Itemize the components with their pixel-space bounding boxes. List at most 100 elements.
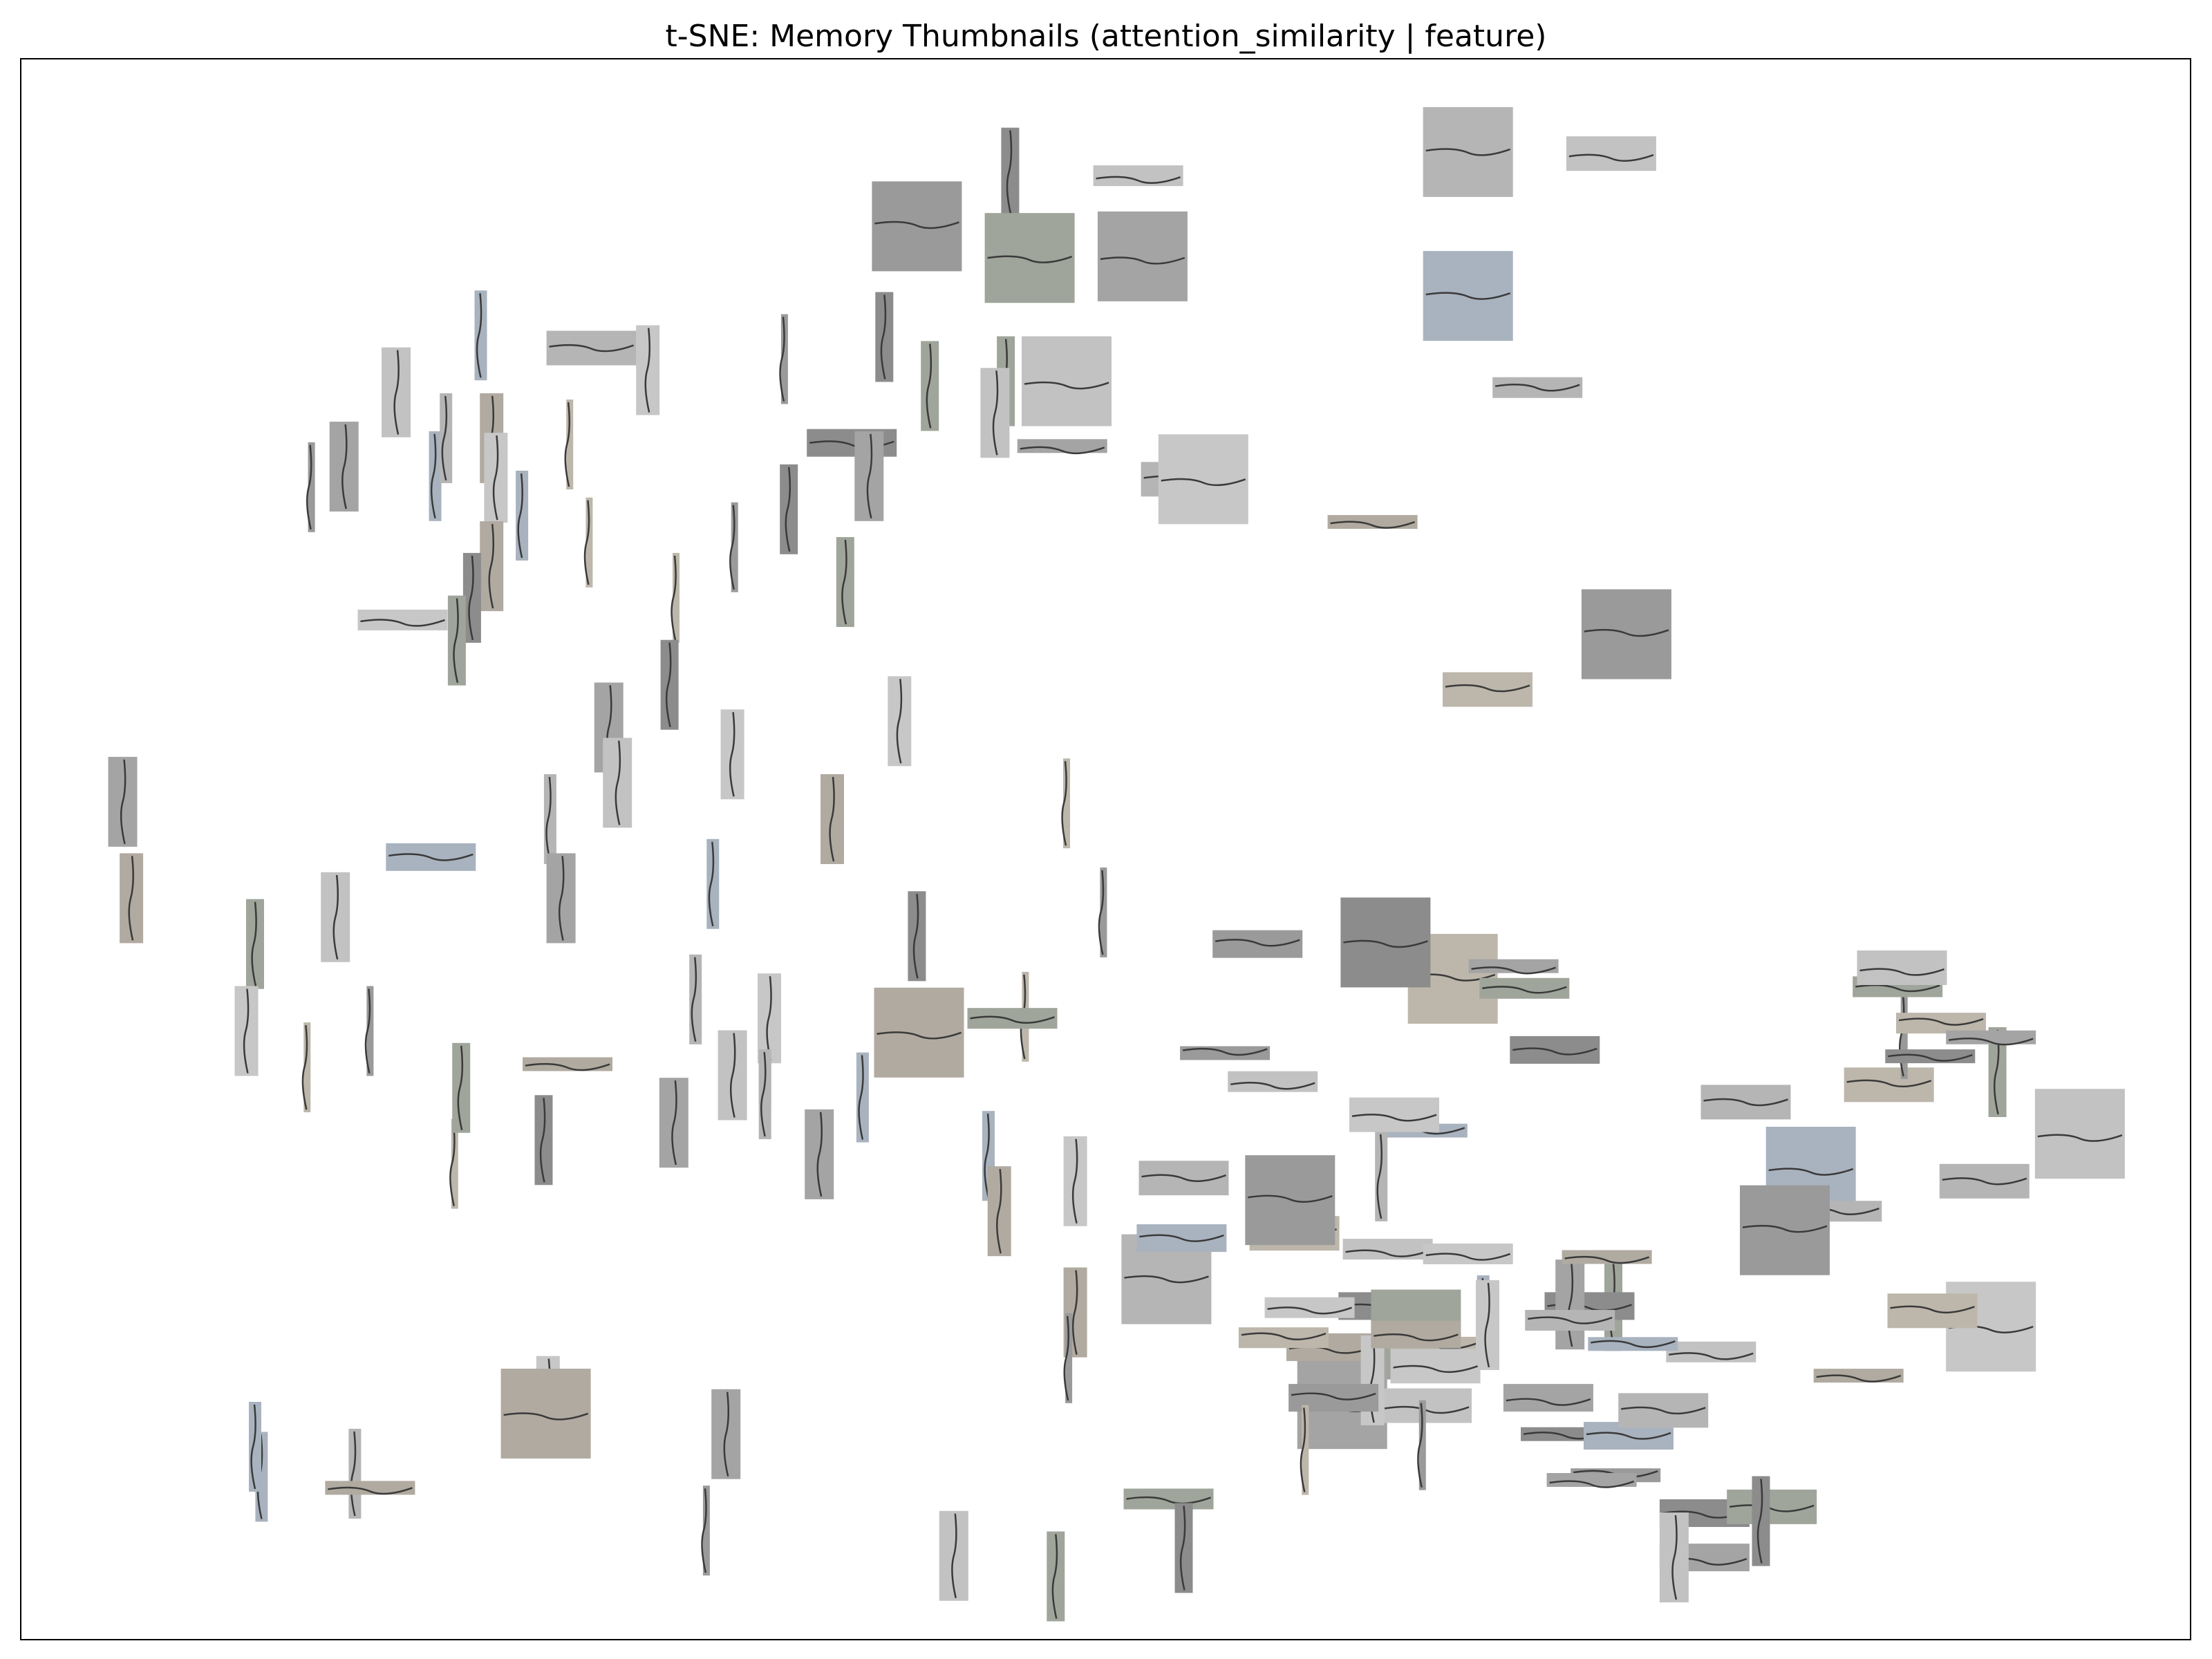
thumbnail-crack bbox=[1567, 1262, 1574, 1347]
thumbnail-tile bbox=[967, 1008, 1058, 1029]
thumbnail-point bbox=[1423, 106, 1513, 197]
thumbnail-crack bbox=[1124, 1275, 1209, 1284]
thumbnail-point bbox=[1510, 1035, 1600, 1064]
thumbnail-crack bbox=[457, 1045, 464, 1131]
thumbnail-crack bbox=[1898, 1018, 1984, 1026]
thumbnail-point bbox=[2034, 1089, 2125, 1179]
thumbnail-crack bbox=[476, 293, 482, 378]
thumbnail-crack bbox=[1425, 148, 1511, 156]
thumbnail-crack bbox=[1942, 1177, 2027, 1185]
thumbnail-tile bbox=[1479, 977, 1570, 999]
thumbnail-crack bbox=[364, 988, 371, 1074]
thumbnail-crack bbox=[1568, 153, 1654, 162]
thumbnail-point bbox=[1300, 1405, 1309, 1495]
thumbnail-point bbox=[1562, 1250, 1652, 1264]
thumbnail-crack bbox=[468, 555, 474, 641]
thumbnail-point bbox=[534, 1095, 553, 1185]
thumbnail-crack bbox=[1756, 1479, 1763, 1564]
thumbnail-point bbox=[729, 502, 738, 592]
thumbnail-point bbox=[382, 347, 411, 438]
thumbnail-point bbox=[1022, 336, 1112, 427]
thumbnail-tile bbox=[246, 899, 264, 989]
thumbnail-crack bbox=[301, 1024, 308, 1110]
thumbnail-crack bbox=[1528, 1316, 1613, 1324]
thumbnail-point bbox=[1468, 959, 1559, 975]
thumbnail-crack bbox=[1161, 478, 1246, 487]
thumbnail-point bbox=[449, 1118, 458, 1209]
thumbnail-crack bbox=[701, 1488, 707, 1573]
thumbnail-tile bbox=[523, 1057, 612, 1071]
thumbnail-crack bbox=[1267, 1306, 1352, 1315]
thumbnail-point bbox=[1896, 1013, 1986, 1034]
thumbnail-point bbox=[1423, 251, 1513, 341]
thumbnail-crack bbox=[1506, 1398, 1591, 1406]
thumbnail-crack bbox=[615, 740, 621, 825]
thumbnail-crack bbox=[671, 555, 677, 641]
thumbnail-crack bbox=[1729, 1504, 1815, 1512]
thumbnail-tile bbox=[366, 986, 374, 1076]
chart-title: t-SNE: Memory Thumbnails (attention_simi… bbox=[666, 19, 1547, 54]
thumbnail-tile bbox=[1123, 1488, 1214, 1510]
thumbnail-point bbox=[484, 433, 508, 523]
thumbnail-crack bbox=[841, 539, 847, 625]
thumbnail-crack bbox=[1859, 968, 1944, 976]
thumbnail-point bbox=[301, 1022, 311, 1113]
thumbnail-crack bbox=[866, 433, 873, 519]
thumbnail-point bbox=[1946, 1030, 2036, 1046]
thumbnail-crack bbox=[1100, 256, 1185, 265]
thumbnail-crack bbox=[1024, 381, 1109, 390]
thumbnail-crack bbox=[1330, 521, 1416, 529]
thumbnail-point bbox=[429, 431, 442, 521]
thumbnail-crack bbox=[644, 328, 651, 413]
thumbnail-tile bbox=[1468, 959, 1559, 973]
thumbnail-tile bbox=[1001, 127, 1020, 218]
thumbnail-tile bbox=[1900, 989, 1908, 1080]
thumbnail-point bbox=[234, 986, 259, 1076]
thumbnail-crack bbox=[525, 1062, 610, 1071]
thumbnail-tile bbox=[1022, 336, 1112, 427]
thumbnail-tile bbox=[2034, 1089, 2125, 1179]
thumbnail-point bbox=[1138, 1161, 1229, 1196]
thumbnail-crack bbox=[430, 433, 437, 519]
thumbnail-crack bbox=[1248, 1194, 1333, 1203]
thumbnail-point bbox=[660, 639, 679, 730]
thumbnail-crack bbox=[1241, 1332, 1327, 1340]
thumbnail-tile bbox=[673, 552, 679, 643]
thumbnail-tile bbox=[1562, 1250, 1652, 1264]
thumbnail-crack bbox=[1742, 1225, 1828, 1233]
thumbnail-crack bbox=[1621, 1406, 1706, 1415]
thumbnail-crack bbox=[492, 435, 499, 521]
thumbnail-point bbox=[1546, 1473, 1637, 1488]
thumbnail-point bbox=[246, 899, 264, 989]
thumbnail-point bbox=[462, 552, 481, 643]
thumbnail-point bbox=[1700, 1085, 1791, 1120]
thumbnail-point bbox=[1740, 1185, 1830, 1275]
thumbnail-point bbox=[1899, 989, 1908, 1080]
thumbnail-crack bbox=[1215, 939, 1300, 947]
thumbnail-point bbox=[1857, 950, 1947, 985]
thumbnail-tile bbox=[1946, 1030, 2036, 1044]
thumbnail-crack bbox=[1374, 1333, 1459, 1342]
thumbnail-crack bbox=[1512, 1047, 1597, 1056]
thumbnail-crack bbox=[1051, 1534, 1058, 1619]
thumbnail-point bbox=[1885, 1049, 1976, 1064]
thumbnail-tile bbox=[1566, 136, 1656, 171]
thumbnail-crack bbox=[729, 712, 735, 797]
thumbnail-crack bbox=[341, 424, 348, 509]
thumbnail-tile bbox=[1342, 1239, 1433, 1260]
thumbnail-point bbox=[1371, 1320, 1461, 1349]
thumbnail-crack bbox=[951, 1513, 957, 1599]
thumbnail-point bbox=[939, 1510, 968, 1601]
thumbnail-crack bbox=[1345, 1249, 1430, 1257]
thumbnail-crack bbox=[558, 856, 565, 941]
thumbnail-point bbox=[1097, 211, 1188, 301]
thumbnail-point bbox=[1017, 439, 1107, 455]
thumbnail-point bbox=[1813, 1369, 1904, 1383]
thumbnail-crack bbox=[1888, 1053, 1973, 1062]
thumbnail-crack bbox=[1291, 1392, 1376, 1400]
thumbnail-point bbox=[980, 368, 1010, 458]
thumbnail-point bbox=[636, 325, 660, 415]
thumbnail-point bbox=[1327, 515, 1418, 529]
thumbnail-point bbox=[1492, 377, 1583, 398]
thumbnail-tile bbox=[1510, 1035, 1600, 1064]
